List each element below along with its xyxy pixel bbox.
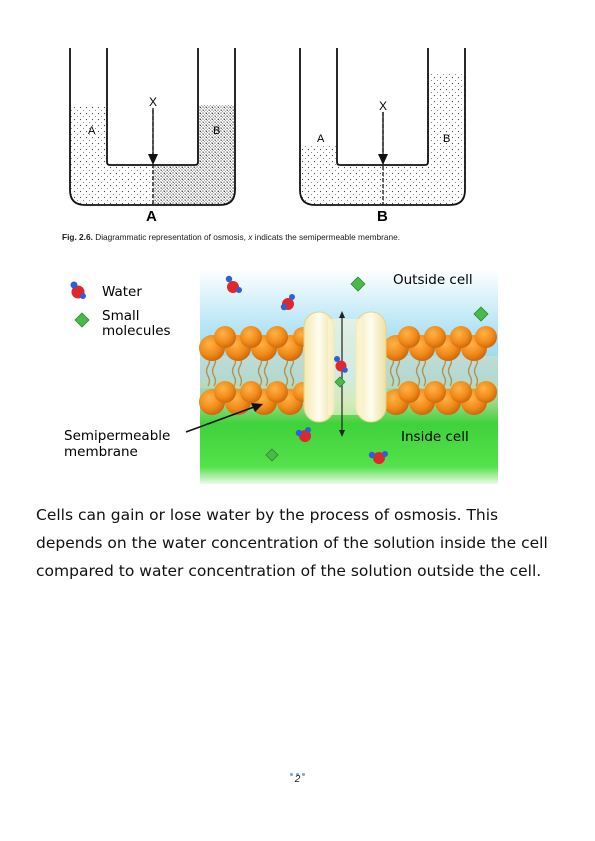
legend-water-label: Water bbox=[102, 284, 142, 300]
membrane-label-line1: Semipermeable bbox=[64, 428, 170, 444]
water-molecule bbox=[295, 427, 311, 442]
tube-b-right-label: B bbox=[443, 133, 450, 145]
water-molecule-icon bbox=[70, 281, 86, 299]
page-footer: 2 bbox=[0, 768, 595, 785]
water-molecule bbox=[334, 356, 348, 373]
body-paragraph: Cells can gain or lose water by the proc… bbox=[36, 506, 548, 580]
panel-a-label: A bbox=[146, 208, 157, 225]
figure-caption: Fig. 2.6. Diagrammatic representation of… bbox=[62, 232, 542, 242]
osmosis-u-tube-diagram: A B X A B X A B bbox=[69, 48, 466, 225]
page-number: 2 bbox=[294, 774, 301, 785]
legend-small-line2: molecules bbox=[102, 323, 171, 339]
cell-membrane-diagram: Water Small molecules Outside cell Insid… bbox=[64, 269, 498, 484]
small-molecule-icon bbox=[74, 312, 90, 328]
panel-b-label: B bbox=[377, 208, 388, 225]
small-molecule bbox=[473, 306, 489, 322]
inside-cell-label: Inside cell bbox=[401, 429, 469, 445]
tube-a-right-label: B bbox=[213, 125, 220, 137]
u-tube-panel-a bbox=[69, 48, 236, 206]
membrane-pointer-arrow bbox=[185, 406, 255, 433]
outside-cell-label: Outside cell bbox=[393, 272, 473, 288]
lipid-tails bbox=[205, 355, 479, 387]
legend-small-line1: Small bbox=[102, 308, 140, 324]
small-molecule bbox=[334, 376, 346, 388]
tube-b-left-label: A bbox=[317, 133, 325, 145]
membrane-x-label-a: X bbox=[149, 95, 157, 109]
caption-prefix: Fig. 2.6. bbox=[62, 232, 93, 242]
membrane-label-line2: membrane bbox=[64, 444, 138, 460]
caption-x: x bbox=[248, 232, 253, 242]
ellipsis-icon bbox=[0, 768, 595, 776]
u-tube-panel-b bbox=[299, 48, 466, 206]
caption-suffix: indicats the semipermeable membrane. bbox=[252, 232, 401, 242]
water-molecule bbox=[225, 275, 242, 293]
channel-protein bbox=[303, 311, 387, 437]
phospholipid-heads bbox=[199, 326, 497, 415]
water-molecule bbox=[368, 451, 388, 464]
caption-text: Diagrammatic representation of osmosis, bbox=[92, 232, 249, 242]
small-molecule bbox=[350, 276, 366, 292]
tube-a-left-label: A bbox=[88, 125, 96, 137]
water-molecule bbox=[280, 294, 295, 311]
small-molecule bbox=[265, 448, 279, 462]
membrane-x-label-b: X bbox=[379, 99, 387, 113]
